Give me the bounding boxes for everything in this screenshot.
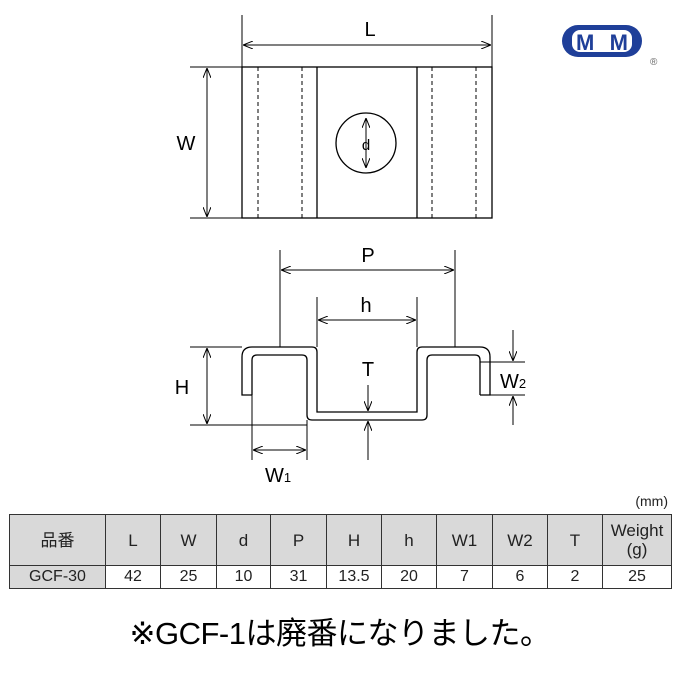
label-P: P bbox=[361, 245, 374, 267]
header-d: d bbox=[216, 514, 271, 566]
header-W2: W2 bbox=[492, 514, 548, 566]
header-h: h bbox=[381, 514, 437, 566]
cell-H: 13.5 bbox=[326, 565, 382, 589]
mm-logo: MM ® bbox=[562, 25, 658, 68]
table-header-row: 品番 L W d P H h W1 W2 T Weight(g) bbox=[9, 514, 672, 566]
label-T: T bbox=[362, 359, 374, 381]
cell-weight: 25 bbox=[602, 565, 672, 589]
header-T: T bbox=[547, 514, 603, 566]
label-W2: W2 bbox=[500, 371, 526, 393]
header-W: W bbox=[160, 514, 217, 566]
cell-W1: 7 bbox=[436, 565, 493, 589]
header-L: L bbox=[105, 514, 161, 566]
cell-W: 25 bbox=[160, 565, 217, 589]
top-view bbox=[190, 15, 493, 219]
cell-part-no: GCF-30 bbox=[9, 565, 106, 589]
label-d: d bbox=[362, 137, 370, 154]
cell-L: 42 bbox=[105, 565, 161, 589]
label-h: h bbox=[360, 295, 371, 317]
side-view bbox=[190, 250, 525, 460]
cell-d: 10 bbox=[216, 565, 271, 589]
header-W1: W1 bbox=[436, 514, 493, 566]
cell-h: 20 bbox=[381, 565, 437, 589]
cell-P: 31 bbox=[270, 565, 327, 589]
cell-T: 2 bbox=[547, 565, 603, 589]
technical-drawing: L W d P h H T W1 W2 bbox=[175, 15, 526, 487]
header-part-no: 品番 bbox=[9, 514, 106, 566]
header-H: H bbox=[326, 514, 382, 566]
header-weight: Weight(g) bbox=[602, 514, 672, 566]
cell-W2: 6 bbox=[492, 565, 548, 589]
label-W: W bbox=[177, 133, 196, 155]
svg-text:®: ® bbox=[650, 57, 658, 68]
spec-table: 品番 L W d P H h W1 W2 T Weight(g) GCF-30 … bbox=[9, 514, 672, 589]
label-L: L bbox=[364, 19, 375, 41]
header-P: P bbox=[270, 514, 327, 566]
table-row: GCF-30 42 25 10 31 13.5 20 7 6 2 25 bbox=[9, 565, 672, 589]
unit-label: (mm) bbox=[635, 493, 668, 509]
discontinued-note: ※GCF-1は廃番になりました。 bbox=[129, 616, 551, 651]
label-W1: W1 bbox=[265, 465, 291, 487]
label-H: H bbox=[175, 377, 189, 399]
